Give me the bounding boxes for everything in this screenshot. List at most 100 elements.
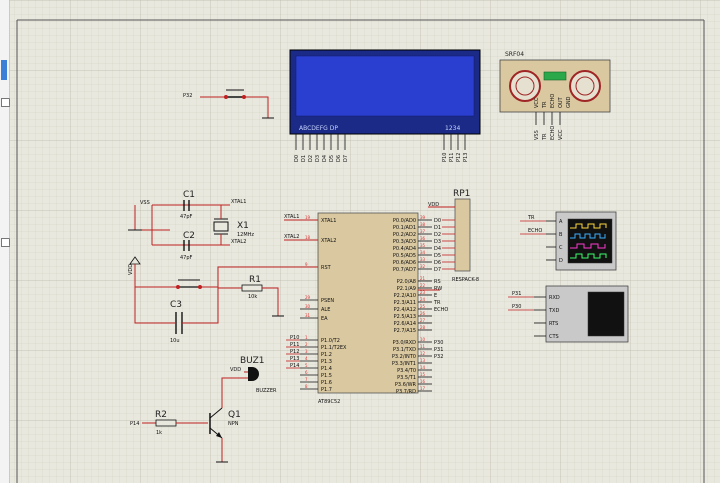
sensor-pin-label: VCC bbox=[534, 97, 540, 108]
mcu-pin-name: XTAL2 bbox=[321, 238, 336, 244]
terminal-p31-label: P31 bbox=[512, 291, 521, 297]
mcu-pin-name: P2.2/A10 bbox=[394, 293, 416, 299]
mcu-pin-name: P1.4 bbox=[321, 366, 332, 372]
scope-tr-label: TR bbox=[527, 215, 535, 221]
p2-net-label: TR bbox=[433, 300, 441, 306]
lcd-pin-label: P11 bbox=[449, 153, 455, 162]
lcd-pin-label: D2 bbox=[308, 155, 314, 162]
lcd-pin-label: P12 bbox=[456, 153, 462, 162]
mcu-pin-name: P0.5/AD5 bbox=[393, 253, 416, 259]
mcu-pin-name: P2.5/A13 bbox=[394, 314, 416, 320]
buzzer-driver-circuit[interactable]: BUZ1 VDD BUZZER P14 R2 1k Q1 NPN bbox=[130, 356, 277, 463]
c2-name: C2 bbox=[183, 231, 195, 241]
p1-net-label: P12 bbox=[290, 349, 299, 355]
sensor-pin-label: GND bbox=[566, 96, 572, 108]
mcu-left-pins: 19XTAL118XTAL29RST29PSEN30ALE31EA1P1.0/T… bbox=[286, 215, 347, 393]
terminal-pin-label: RXD bbox=[549, 295, 560, 301]
mcu-pin-number: 19 bbox=[305, 215, 311, 220]
p2-net-label: E bbox=[434, 293, 437, 299]
mcu-pin-number: 30 bbox=[305, 304, 311, 309]
c1-name: C1 bbox=[183, 190, 195, 200]
mcu-pin-number: 35 bbox=[420, 243, 426, 248]
mcu-pin-number: 21 bbox=[420, 276, 426, 281]
mcu-pin-number: 38 bbox=[420, 222, 426, 227]
mcu-pin-name: P2.0/A8 bbox=[397, 279, 416, 285]
mcu-pin-name: P2.1/A9 bbox=[397, 286, 416, 292]
mcu-name: AT89C52 bbox=[318, 399, 340, 405]
mcu-pin-name: P3.4/T0 bbox=[397, 368, 416, 374]
mcu-pin-number: 14 bbox=[420, 365, 426, 370]
c3-name: C3 bbox=[170, 300, 182, 310]
lcd-pin-label: D3 bbox=[315, 155, 321, 162]
p2-net-label: RS bbox=[434, 279, 441, 285]
mcu-pin-name: P2.7/A15 bbox=[394, 328, 416, 334]
sensor-net-label: ECHO bbox=[550, 126, 556, 140]
scope-echo-label: ECHO bbox=[528, 228, 542, 234]
sensor-pin-label: ECHO bbox=[550, 94, 556, 108]
p0-net-label: D2 bbox=[434, 232, 441, 238]
mcu-pin-number: 23 bbox=[420, 290, 426, 295]
lcd-text-left: ABCDEFG DP bbox=[299, 125, 338, 132]
p1-net-label: P10 bbox=[290, 335, 299, 341]
mcu-pin-name: P0.4/AD4 bbox=[393, 246, 416, 252]
toolbar-selected-marker[interactable] bbox=[1, 60, 7, 80]
crystal-oscillator-circuit[interactable]: VSS C1 47pF C2 47pF X1 12MHz XTAL1 bbox=[128, 190, 318, 261]
mcu-pin-number: 26 bbox=[420, 311, 426, 316]
mcu-pin-number: 5 bbox=[305, 363, 308, 368]
q1-value: NPN bbox=[228, 421, 239, 427]
mcu-pin-number: 2 bbox=[305, 342, 308, 347]
mcu-pin-name: P1.0/T2 bbox=[321, 338, 340, 344]
lcd-pin-label: D6 bbox=[336, 155, 342, 162]
p2-net-label: RW bbox=[434, 286, 442, 292]
rp1-vdd-label: VDD bbox=[428, 202, 439, 208]
rp1-part-label: RESPACK-8 bbox=[452, 277, 479, 283]
sensor-name: SRF04 bbox=[505, 51, 524, 58]
p0-net-label: D7 bbox=[434, 267, 441, 273]
mcu-pin-name: P1.1/T2EX bbox=[321, 345, 347, 351]
reset-circuit[interactable]: VDD C3 10u R1 10k bbox=[128, 256, 318, 344]
mcu-pin-name: ALE bbox=[321, 307, 330, 313]
p0-net-label: D3 bbox=[434, 239, 441, 245]
sensor-net-label: VCC bbox=[558, 129, 564, 140]
resistor-pack-rp1[interactable]: RP1 VDD RESPACK-8 bbox=[428, 189, 479, 283]
p0-net-label: D4 bbox=[434, 246, 441, 252]
vss-label: VSS bbox=[140, 200, 150, 206]
mcu-pin-name: P0.2/AD2 bbox=[393, 232, 416, 238]
p0-net-label: D0 bbox=[434, 218, 441, 224]
mcu-pin-number: 18 bbox=[305, 235, 311, 240]
p0-net-label: D1 bbox=[434, 225, 441, 231]
scope-pin-label: D bbox=[559, 258, 563, 264]
c2-value: 47pF bbox=[180, 255, 193, 261]
lcd-pin-label: D7 bbox=[343, 155, 349, 162]
mcu-pin-number: 24 bbox=[420, 297, 426, 302]
microcontroller-at89c52[interactable]: 19XTAL118XTAL29RST29PSEN30ALE31EA1P1.0/T… bbox=[286, 212, 455, 405]
c3-value: 10u bbox=[170, 338, 180, 344]
mcu-pin-number: 39 bbox=[420, 215, 426, 220]
mcu-pin-number: 32 bbox=[420, 264, 426, 269]
lcd-pin-label: D4 bbox=[322, 155, 328, 162]
sensor-net-label: VSS bbox=[534, 130, 540, 140]
push-button-p32[interactable]: P32 bbox=[183, 89, 274, 119]
mcu-pin-number: 22 bbox=[420, 283, 426, 288]
mcu-pin-number: 4 bbox=[305, 356, 308, 361]
mcu-pin-name: P3.5/T1 bbox=[397, 375, 416, 381]
terminal-pin-label: RTS bbox=[549, 321, 558, 327]
p3-net-label: P30 bbox=[434, 340, 443, 346]
mcu-pin-number: 34 bbox=[420, 250, 426, 255]
mcu-pin-name: P3.0/RXD bbox=[393, 340, 417, 346]
r2-name: R2 bbox=[155, 410, 167, 420]
mcu-pin-name: P0.7/AD7 bbox=[393, 267, 416, 273]
mcu-pin-number: 8 bbox=[305, 384, 308, 389]
mcu-pin-name: P0.1/AD1 bbox=[393, 225, 416, 231]
mcu-pin-name: P0.6/AD6 bbox=[393, 260, 416, 266]
buz-value: BUZZER bbox=[256, 388, 277, 394]
scope-pin-label: B bbox=[559, 232, 563, 238]
